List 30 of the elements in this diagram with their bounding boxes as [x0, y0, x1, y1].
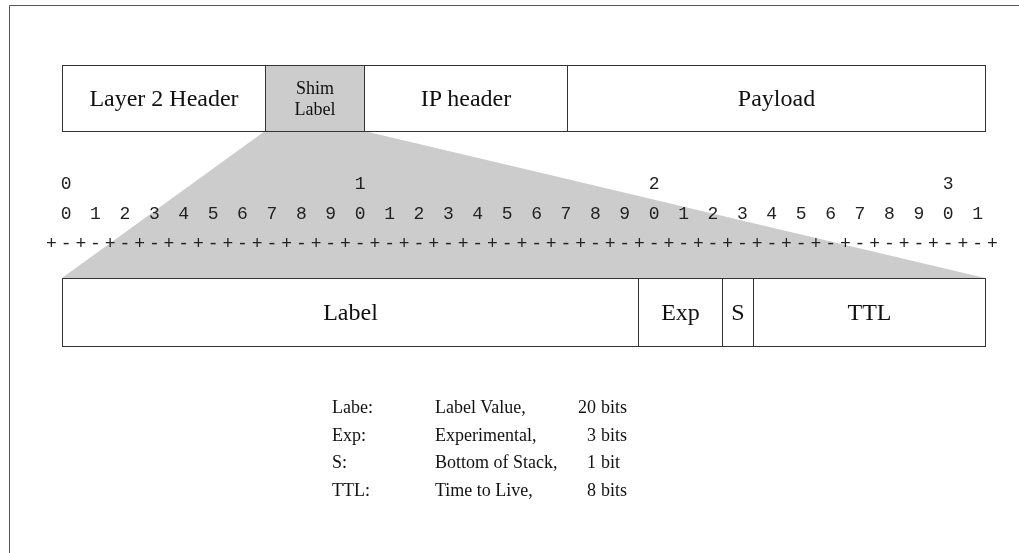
s-field: S [722, 278, 754, 347]
header-field: Layer 2 Header [62, 65, 266, 132]
bit-tens-digit: 3 [942, 174, 958, 194]
field-description: Label Value, [435, 396, 526, 418]
bit-count: 20 [578, 396, 596, 418]
exp-field: Exp [638, 278, 723, 347]
field-abbreviation: Labe: [332, 396, 373, 418]
bit-tens-digit: 1 [354, 174, 370, 194]
bit-tens-digit: 2 [648, 174, 664, 194]
bit-unit: bits [601, 478, 627, 501]
bit-tens-digit: 0 [60, 174, 76, 194]
bit-unit: bits [601, 396, 627, 418]
bit-unit: bit [601, 451, 620, 473]
bit-count: 8 [587, 478, 596, 501]
bit-count: 3 [587, 423, 596, 446]
bit-unit: bits [601, 423, 627, 446]
field-abbreviation: TTL: [332, 478, 370, 501]
field-abbreviation: Exp: [332, 423, 366, 446]
field-abbreviation: S: [332, 451, 347, 473]
field-description: Bottom of Stack, [435, 451, 558, 473]
shim-label-field: Shim Label [265, 65, 365, 132]
bit-ruler: +-+-+-+-+-+-+-+-+-+-+-+-+-+-+-+-+-+-+-+-+-+-+-+-+-+-+-+-+-+-+-+-+ [46, 234, 1002, 254]
bit-number-row: 0 1 2 3 4 5 6 7 8 9 0 1 2 3 4 5 6 7 8 9 0 1 2 3 4 5 6 7 8 9 0 1 [60, 204, 987, 224]
payload-field: Payload [567, 65, 986, 132]
bit-count: 1 [587, 451, 596, 473]
label-field: Label [62, 278, 639, 347]
ttl-field: TTL [753, 278, 986, 347]
field-description: Experimental, [435, 423, 537, 446]
field-description: Time to Live, [435, 478, 533, 501]
header-field: IP header [364, 65, 568, 132]
